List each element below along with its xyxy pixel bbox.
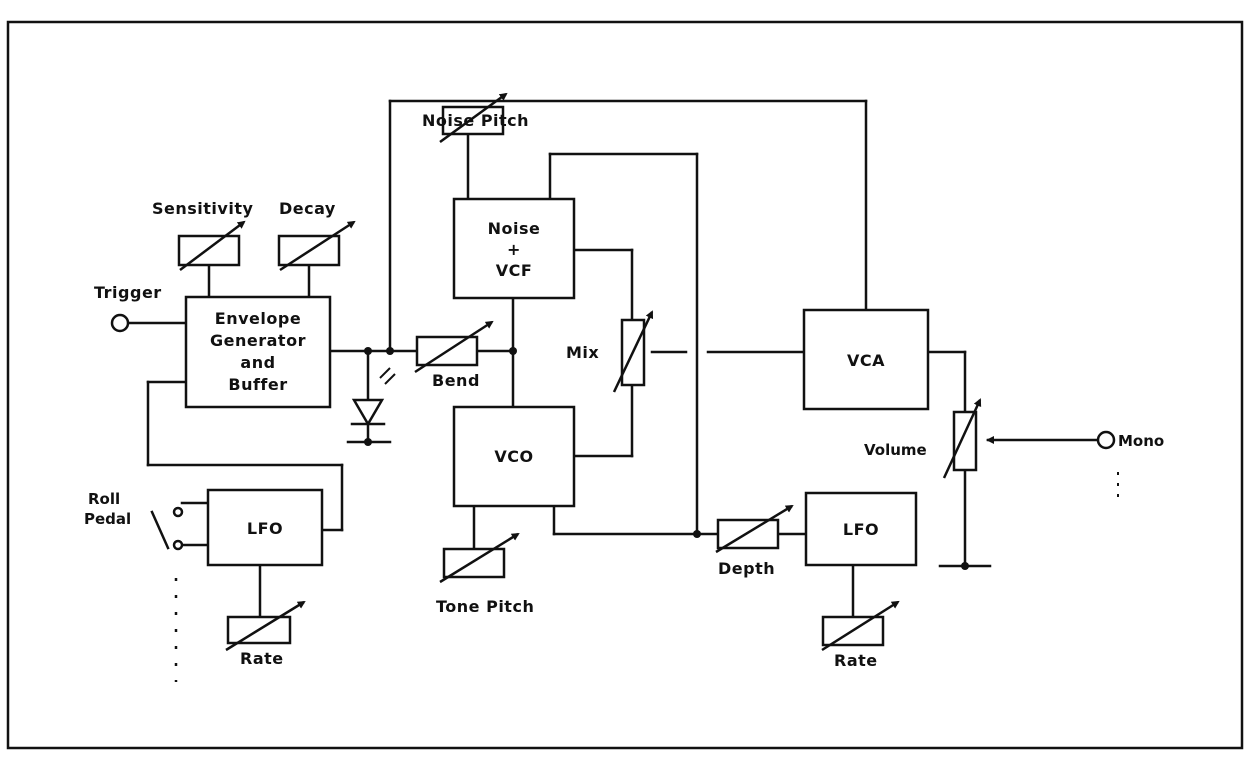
roll-label: Roll [88,490,120,508]
volume-pot [942,398,982,479]
roll-pedal-contact-top [172,506,184,518]
volume-label: Volume [864,441,927,459]
rate-left-pot [225,600,306,652]
junctions [364,347,969,570]
mono-label: Mono [1118,432,1164,450]
depth-label: Depth [718,559,775,578]
vca-label: VCA [847,351,885,370]
envelope-line-4: Buffer [228,375,287,394]
lfo-left-block: LFO [206,488,324,567]
led-diode-symbol [350,367,396,427]
rate-left-label: Rate [240,649,284,668]
vco-label: VCO [494,447,533,466]
pedal-label: Pedal [84,510,131,528]
envelope-generator-block: Envelope Generator and Buffer [184,295,332,409]
bend-label: Bend [432,371,480,390]
noise-vcf-line-2: + [507,240,521,259]
mix-label: Mix [566,343,599,362]
sensitivity-pot [177,220,246,271]
rate-right-label: Rate [834,651,878,670]
rate-right-pot [821,600,900,652]
vco-block: VCO [452,405,576,508]
bend-pot [414,320,494,374]
tone-pitch-label: Tone Pitch [436,597,534,616]
trigger-label: Trigger [94,283,162,302]
envelope-line-2: Generator [210,331,306,350]
roll-pedal-contact-bottom [172,539,184,551]
lfo-right-label: LFO [843,520,879,539]
lfo-left-label: LFO [247,519,283,538]
mix-pot [612,310,654,393]
vca-block: VCA [802,308,930,411]
decay-label: Decay [279,199,336,218]
noise-pitch-pot [439,92,508,144]
tone-pitch-pot [439,532,520,584]
envelope-line-1: Envelope [215,309,301,328]
noise-vcf-line-1: Noise [488,219,541,238]
trigger-jack [110,313,130,333]
mono-jack [1096,430,1116,450]
noise-vcf-block: Noise + VCF [452,197,576,300]
noise-vcf-line-3: VCF [496,261,533,280]
diagram-frame [6,20,1244,750]
depth-pot [715,504,794,554]
envelope-line-3: and [240,353,275,372]
noise-pitch-label: Noise Pitch [422,111,529,130]
lfo-right-block: LFO [804,491,918,567]
decay-pot [277,220,356,272]
sensitivity-label: Sensitivity [152,199,253,218]
